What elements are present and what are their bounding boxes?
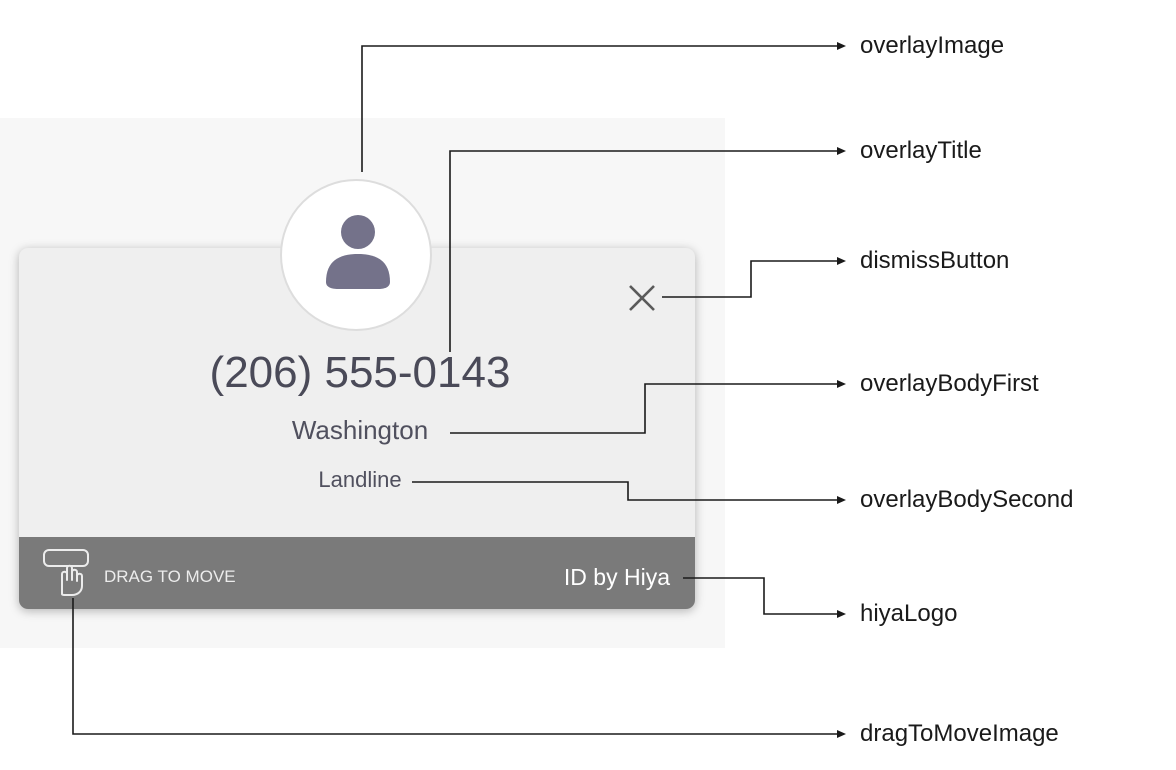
overlay-footer [19,537,695,609]
drag-hand-icon [43,549,89,596]
connector-drag-to-move-image [72,598,838,735]
label-overlay-title: overlayTitle [860,137,982,164]
connector-overlay-title [449,150,838,352]
label-dismiss-button: dismissButton [860,247,1010,274]
drag-to-move-image[interactable] [40,546,94,603]
connector-overlay-image [361,45,838,172]
arrowhead-drag-to-move-image [837,730,846,738]
overlay-body-second: Landline [318,467,402,492]
connector-overlay-body-first [450,383,838,434]
person-silhouette-icon [326,215,390,289]
dismiss-button[interactable] [624,281,660,317]
arrowhead-overlay-body-first [837,380,846,388]
connector-hiya-logo [683,577,838,615]
close-icon [629,285,655,311]
arrowhead-overlay-title [837,147,846,155]
label-overlay-body-first: overlayBodyFirst [860,370,1039,397]
drag-to-move-label: DRAG TO MOVE [104,567,236,586]
hiya-logo: ID by Hiya [563,564,670,590]
connector-dismiss-button [662,260,838,298]
overlay-title: (206) 555-0143 [209,348,511,397]
label-drag-to-move-image: dragToMoveImage [860,720,1059,747]
label-overlay-body-second: overlayBodySecond [860,486,1074,513]
overlay-body-first: Washington [291,415,429,445]
arrowhead-dismiss-button [837,257,846,265]
label-hiya-logo: hiyaLogo [860,600,958,627]
overlay-image [280,179,432,331]
connector-overlay-body-second [412,481,838,501]
arrowhead-overlay-image [837,42,846,50]
arrowhead-hiya-logo [837,610,846,618]
label-overlay-image: overlayImage [860,32,1005,59]
arrowhead-overlay-body-second [837,496,846,504]
